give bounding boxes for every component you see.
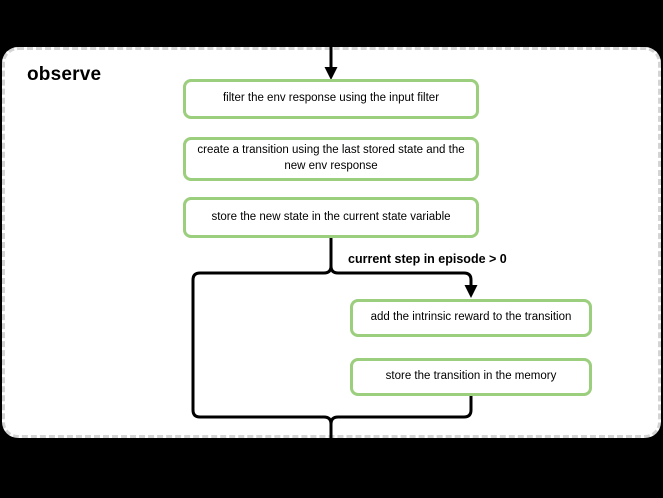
node-label: create a transition using the last store… [197,144,465,172]
group-title: observe [27,64,102,85]
node-filter-env-response: filter the env response using the input … [183,79,479,119]
node-add-intrinsic-reward: add the intrinsic reward to the transiti… [350,299,592,337]
node-label: store the transition in the memory [385,370,557,383]
node-label: filter the env response using the input … [222,92,440,105]
node-label: store the new state in the current state… [211,210,451,223]
node-create-transition: create a transition using the last store… [183,137,479,181]
node-store-new-state: store the new state in the current state… [183,197,479,238]
node-label: add the intrinsic reward to the transiti… [370,311,572,324]
node-store-transition: store the transition in the memory [350,358,592,396]
branch-condition-label: current step in episode > 0 [348,252,507,266]
